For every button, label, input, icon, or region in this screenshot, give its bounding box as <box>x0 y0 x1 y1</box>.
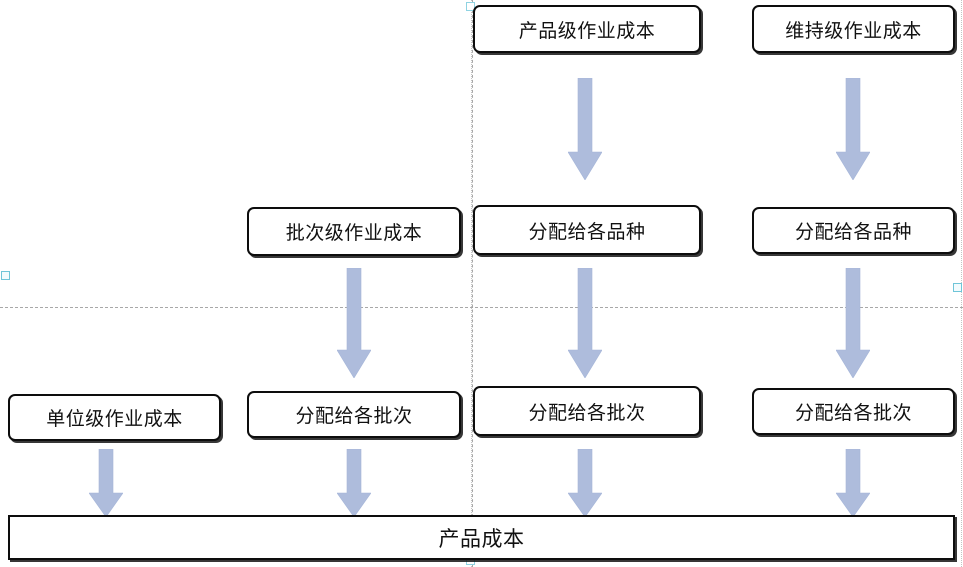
frame-left-guide <box>471 0 472 567</box>
selection-handle-left[interactable] <box>1 271 10 280</box>
node-product-level-activity-cost[interactable]: 产品级作业成本 <box>473 5 701 53</box>
node-allocate-to-products-c3[interactable]: 分配给各品种 <box>473 205 701 255</box>
arrow-r2c3-to-r3c3 <box>568 268 602 378</box>
arrow-r2c2-to-r3c2 <box>337 268 371 378</box>
arrow-r1c3-to-r2c3 <box>568 78 602 180</box>
arrow-r3c1-to-bottom <box>89 449 123 517</box>
node-allocate-to-batches-c4[interactable]: 分配给各批次 <box>752 388 955 435</box>
node-batch-level-activity-cost[interactable]: 批次级作业成本 <box>247 207 461 256</box>
arrow-r3c4-to-bottom <box>836 449 870 517</box>
horizontal-guide-line[interactable] <box>0 307 963 308</box>
node-allocate-to-products-c4[interactable]: 分配给各品种 <box>752 207 955 254</box>
node-allocate-to-batches-c3[interactable]: 分配给各批次 <box>473 386 701 436</box>
vertical-guide-line[interactable] <box>472 0 473 567</box>
arrow-r2c4-to-r3c4 <box>836 268 870 378</box>
node-sustaining-level-activity-cost[interactable]: 维持级作业成本 <box>752 5 955 53</box>
selection-handle-right[interactable] <box>953 283 962 292</box>
node-allocate-to-batches-c2[interactable]: 分配给各批次 <box>247 391 461 438</box>
node-product-cost-bar[interactable]: 产品成本 <box>8 515 955 560</box>
arrow-r3c2-to-bottom <box>337 449 371 517</box>
arrow-r3c3-to-bottom <box>568 449 602 517</box>
node-unit-level-activity-cost[interactable]: 单位级作业成本 <box>8 394 221 441</box>
arrow-r1c4-to-r2c4 <box>836 78 870 180</box>
